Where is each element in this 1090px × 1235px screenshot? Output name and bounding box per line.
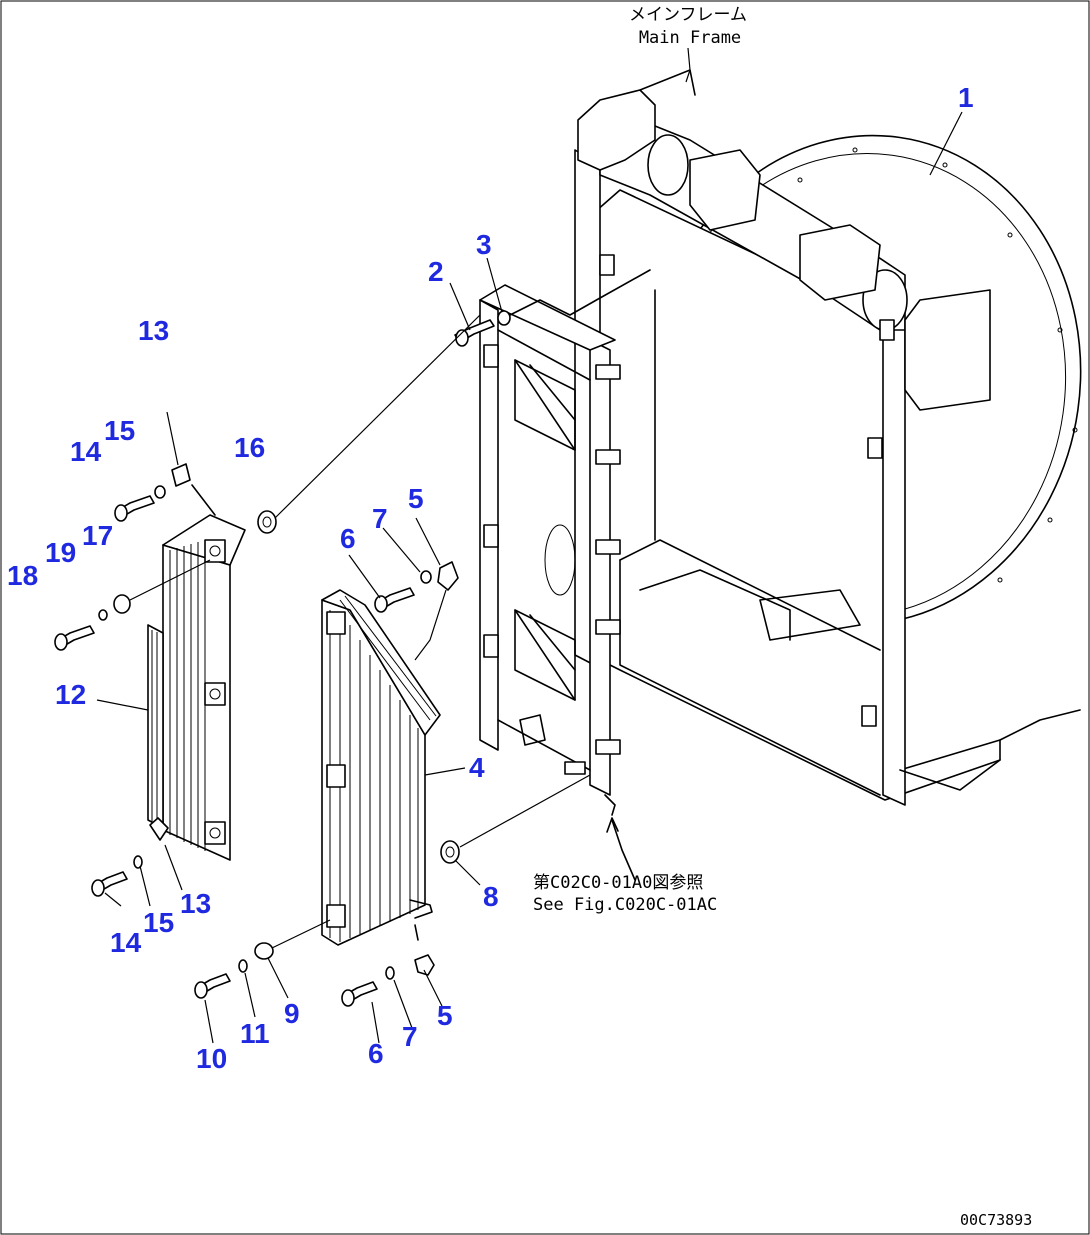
callout-6-lower: 6 xyxy=(368,1038,384,1069)
callout-4: 4 xyxy=(469,752,485,783)
callout-18: 18 xyxy=(7,560,38,591)
radiator-core-frame xyxy=(479,284,621,816)
hardware-parts xyxy=(54,269,651,1007)
callout-5-upper: 5 xyxy=(408,483,424,514)
callout-19: 19 xyxy=(45,537,76,568)
callout-15-upper: 15 xyxy=(104,415,135,446)
reference-label-en: See Fig.C020C-01AC xyxy=(533,895,717,915)
callout-8: 8 xyxy=(483,881,499,912)
left-cooler-part-12 xyxy=(147,514,246,861)
callout-numbers: 1 2 3 4 5 6 7 8 9 10 11 12 13 14 15 16 1… xyxy=(7,82,974,1074)
callout-7-upper: 7 xyxy=(372,503,388,534)
callout-3: 3 xyxy=(476,229,492,260)
callout-5-lower: 5 xyxy=(437,1000,453,1031)
callout-leaders xyxy=(96,111,963,1044)
callout-6-upper: 6 xyxy=(340,523,356,554)
middle-cooler-part-4 xyxy=(321,589,441,946)
callout-16: 16 xyxy=(234,432,265,463)
callout-2: 2 xyxy=(428,256,444,287)
callout-13-upper: 13 xyxy=(138,315,169,346)
callout-14-lower: 14 xyxy=(110,927,142,958)
callout-17: 17 xyxy=(82,520,113,551)
callout-9: 9 xyxy=(284,998,300,1029)
drawing-code: 00C73893 xyxy=(960,1211,1032,1229)
main-frame-label-jp: メインフレーム xyxy=(629,5,747,25)
callout-7-lower: 7 xyxy=(402,1021,418,1052)
callout-14-upper: 14 xyxy=(70,436,102,467)
callout-1: 1 xyxy=(958,82,974,113)
reference-label-jp: 第C02C0-01A0図参照 xyxy=(533,873,703,893)
main-frame-label-en: Main Frame xyxy=(639,28,741,48)
callout-10: 10 xyxy=(196,1043,227,1074)
callout-11: 11 xyxy=(240,1018,270,1049)
callout-12: 12 xyxy=(55,679,86,710)
callout-13-lower: 13 xyxy=(180,888,211,919)
callout-15-lower: 15 xyxy=(143,907,174,938)
main-frame-housing xyxy=(574,47,1082,806)
